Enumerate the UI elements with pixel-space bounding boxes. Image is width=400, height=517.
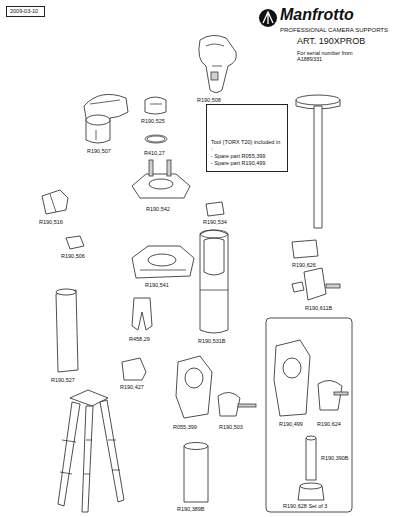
ring-part xyxy=(145,135,167,143)
part-number: R190,527 xyxy=(50,377,76,383)
part-number: R190,624 xyxy=(316,421,342,427)
part-number: R190,525 xyxy=(140,118,166,124)
spring-part xyxy=(132,298,152,330)
brand-name: Manfrotto xyxy=(279,6,355,24)
part-number: R190,531B xyxy=(197,338,227,344)
part-number: R190,499 xyxy=(278,421,304,427)
part-number: R410,27 xyxy=(143,150,166,156)
tube-part xyxy=(56,289,78,372)
lock-part xyxy=(292,268,340,300)
part-number: R190,508 xyxy=(196,97,222,103)
tripod xyxy=(58,390,124,512)
leg-lock-part xyxy=(176,356,212,418)
part-number: R055,399 xyxy=(172,424,198,430)
date-box: 2009-03-10 xyxy=(6,6,45,17)
part-number: R190,507 xyxy=(86,148,112,154)
leg-tube xyxy=(184,443,208,503)
article-number: ART. 190XPROB xyxy=(296,36,366,46)
leg-tube xyxy=(306,436,316,480)
logo-mark xyxy=(259,9,277,27)
part-number: R190,611B xyxy=(304,305,333,311)
column-part xyxy=(296,95,340,228)
part-number: R190,503 xyxy=(218,424,244,430)
serial-note: For serial number from A1889331 xyxy=(296,50,360,63)
housing-part xyxy=(84,94,128,143)
lever-clamp-part xyxy=(318,380,348,410)
clip-part xyxy=(145,97,166,114)
bracket-part xyxy=(122,358,146,380)
group-outline xyxy=(266,318,352,512)
part-number: R190,628 Set of 3 xyxy=(282,503,328,509)
part-number: R190,626 xyxy=(291,262,317,268)
part-number: R190,541 xyxy=(144,282,170,288)
body-part xyxy=(132,246,194,278)
tool-note-box: Tool (TORX T20) included in :- Spare par… xyxy=(206,104,288,172)
lever-part xyxy=(199,35,236,92)
collar-part xyxy=(200,230,228,333)
stop-part xyxy=(292,240,318,258)
part-number: R190,390B xyxy=(320,455,350,461)
knob-part xyxy=(42,190,68,214)
part-number: R190,389B xyxy=(176,506,206,512)
part-number: R190,542 xyxy=(145,206,171,212)
lever-clamp-part xyxy=(218,392,256,416)
part-number: R458,29 xyxy=(128,336,151,342)
note-text: Tool (TORX T20) included in : xyxy=(211,139,283,153)
part-number: R190,516 xyxy=(38,219,64,225)
block-part xyxy=(206,202,224,216)
note-text: 2009-03-10 xyxy=(10,8,41,15)
part-number: R190,534 xyxy=(202,219,228,225)
part-number: R190,427 xyxy=(119,384,145,390)
nut-part xyxy=(66,236,84,249)
leg-lock-part xyxy=(274,340,310,416)
note-text: - Spare part R055,399 xyxy=(211,153,283,160)
brand-tagline: PROFESSIONAL CAMERA SUPPORTS xyxy=(279,27,389,34)
part-number: R190,506 xyxy=(60,253,86,259)
note-text: - Spare part R190,499 xyxy=(211,160,283,167)
base-part xyxy=(132,160,190,198)
